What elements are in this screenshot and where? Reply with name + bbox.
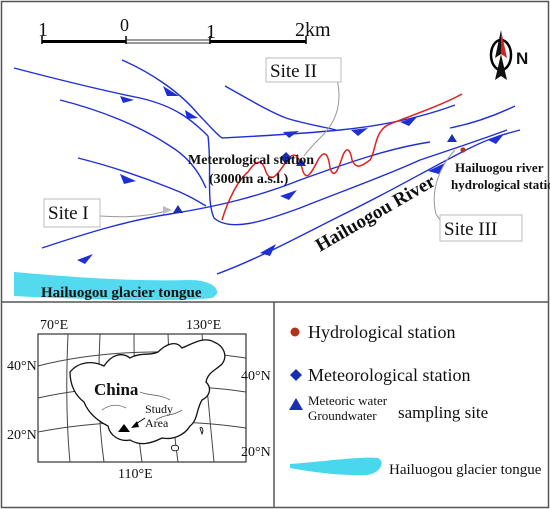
site-III-leader (433, 149, 456, 221)
province-line-1 (101, 404, 127, 411)
site-III-box (439, 214, 523, 242)
stream-west-1 (59, 99, 207, 189)
site-II-label: Site II (270, 61, 317, 82)
scale-tick-two-km: 2km (295, 19, 331, 41)
met-station-label: Meterological station (188, 153, 314, 168)
river-name-label: Hailuogou River (312, 171, 440, 257)
site-II-box (265, 57, 342, 83)
north-arrow: N (489, 30, 528, 80)
scale-segment-1 (42, 40, 126, 43)
province-line-2 (139, 391, 171, 401)
lat-40n-right-label: 40°N (241, 369, 271, 384)
legend-sampling-line1: Meteoric water (308, 393, 388, 408)
lat-20n-left-label: 20°N (7, 428, 37, 443)
north-label: N (516, 49, 528, 68)
site-II-leader (303, 79, 340, 157)
legend-hydro-label: Hydrological station (308, 322, 455, 342)
main-map: 1 0 1 2km N (13, 15, 550, 301)
flow-arrows (77, 86, 504, 264)
lon-130e-label: 130°E (186, 318, 221, 333)
legend-sampling-marker (289, 398, 303, 410)
scale-segment-3 (210, 40, 306, 43)
taiwan-island (199, 427, 204, 436)
met-station-diamond (280, 152, 292, 164)
hainan-island (171, 444, 179, 452)
stream-east (449, 105, 516, 129)
north-arrow-dark-half (495, 30, 501, 58)
river-network (13, 59, 521, 275)
scale-tick-zero: 0 (120, 15, 129, 35)
met-station-elevation: (3000m a.s.l.) (209, 172, 289, 187)
lat-40n-left-label: 40°N (7, 359, 37, 374)
site-I-box (43, 198, 101, 228)
valley-south-bank (207, 129, 508, 226)
china-label: China (94, 380, 139, 399)
legend-glacier-label: Hailuogou glacier tongue (389, 462, 542, 478)
legend-sampling-line2: Groundwater (308, 408, 377, 423)
inset-map: 70°E 130°E 110°E 40°N 20°N 40°N 20°N Chi… (7, 318, 271, 482)
site-I-triangle (173, 205, 183, 213)
legend-met-marker (290, 369, 302, 381)
stream-north-3 (224, 85, 337, 131)
lon-110e-label: 110°E (118, 467, 153, 482)
scale-tick-left: 1 (38, 19, 48, 41)
site-II-triangle (296, 158, 306, 166)
stream-north-2 (121, 59, 223, 139)
study-area-triangle (118, 424, 130, 432)
hydro-station-label-1: Hailuogou river (455, 160, 544, 175)
scale-tick-one: 1 (206, 21, 216, 43)
china-outline (69, 339, 226, 445)
legend: Hydrological station Meteorological stat… (289, 322, 542, 478)
legend-met-label: Meteorological station (308, 365, 470, 385)
tributary-central (41, 141, 431, 249)
study-area-label-2: Area (145, 416, 169, 430)
glacier-tongue-shape (14, 272, 218, 301)
stream-west-2 (77, 157, 207, 207)
lon-70e-label: 70°E (40, 318, 68, 333)
hailuogou-river-line (216, 129, 521, 275)
hydro-station-label-2: hydrological station (451, 177, 550, 192)
site-III-triangle (447, 134, 457, 142)
road-line (221, 93, 463, 221)
site-I-label: Site I (48, 203, 89, 224)
valley-north-bank (221, 104, 456, 139)
north-arrow-red-half (501, 30, 507, 58)
site-III-label: Site III (444, 219, 497, 240)
legend-sampling-side-label: sampling site (398, 403, 488, 422)
study-area-label-1: Study (145, 402, 173, 416)
legend-hydro-marker (290, 327, 300, 337)
scale-bar: 1 0 1 2km (38, 15, 331, 44)
north-arrow-tail (495, 54, 507, 80)
study-area-arrow (131, 421, 139, 428)
glacier-label: Hailuogou glacier tongue (41, 285, 202, 301)
legend-glacier-swatch (290, 457, 382, 476)
province-line-3 (155, 409, 183, 421)
lat-20n-right-label: 20°N (241, 445, 271, 460)
scale-segment-2 (125, 39, 211, 44)
stream-north-1 (13, 67, 209, 137)
hydro-station-dot (460, 147, 466, 153)
site-I-leader-arrow (163, 206, 172, 214)
